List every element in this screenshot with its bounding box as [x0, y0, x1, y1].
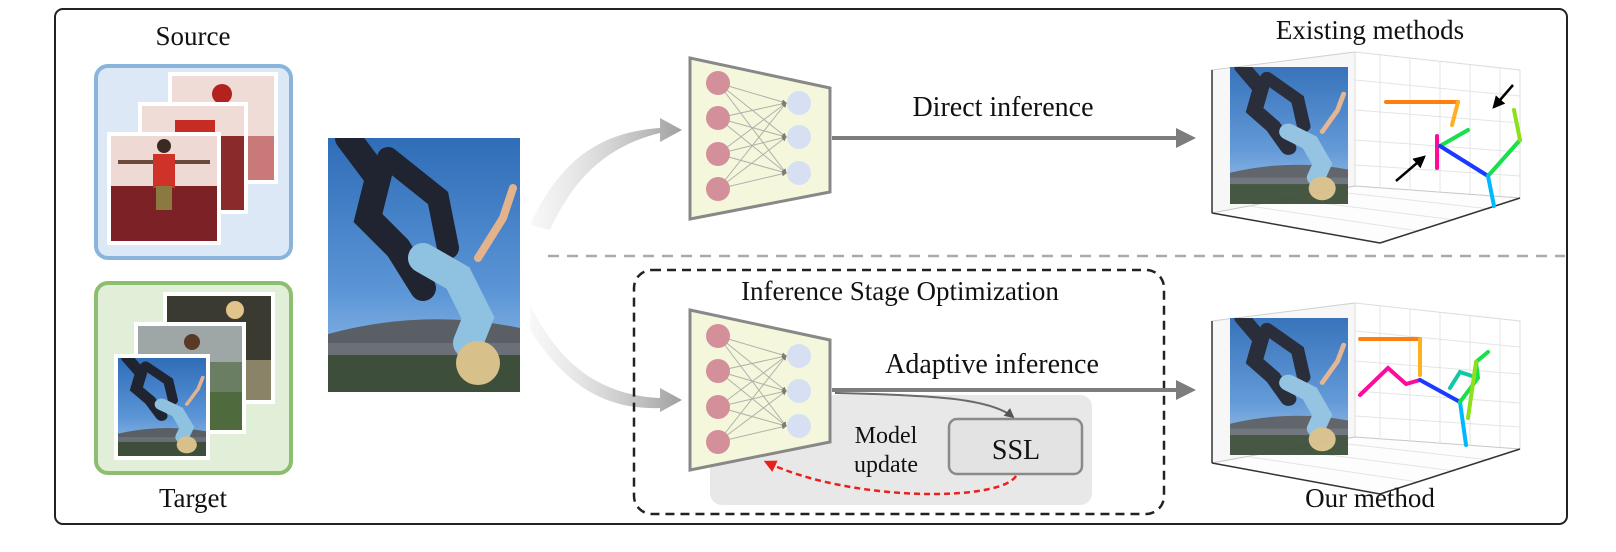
target-label: Target: [159, 483, 228, 513]
direct-inference-label: Direct inference: [912, 92, 1093, 123]
model-update-arrow: [763, 460, 1018, 496]
to-ssl-arrow: [834, 392, 1015, 419]
ssl-box: [947, 417, 1084, 476]
adaptive-inference-label: Adaptive inference: [885, 349, 1099, 380]
fan-arrow-bottom: [530, 305, 682, 412]
error-pointer-arrow-icon: [1492, 84, 1514, 109]
existing-methods-plot: [1211, 51, 1522, 244]
input-photo: [328, 138, 520, 392]
existing-methods-label: Existing methods: [1276, 15, 1464, 45]
inference-stage-optimization-label: Inference Stage Optimization: [741, 276, 1059, 306]
target-images: [114, 292, 275, 460]
fan-arrow-top: [530, 118, 682, 230]
error-pointer-arrow-icon: [1395, 155, 1426, 182]
outer-frame: [54, 8, 1568, 525]
source-label: Source: [156, 21, 231, 51]
model-update-label-line2: update: [854, 452, 918, 478]
our-method-label: Our method: [1305, 483, 1435, 513]
inference-stage-optimization-box: [632, 268, 1166, 516]
model-update-label-line1: Model: [855, 423, 918, 449]
ssl-label: SSL: [992, 435, 1040, 466]
our-method-plot: [1211, 302, 1521, 495]
network-top: [688, 56, 832, 221]
network-bottom: [688, 308, 832, 472]
source-images: [107, 72, 278, 245]
